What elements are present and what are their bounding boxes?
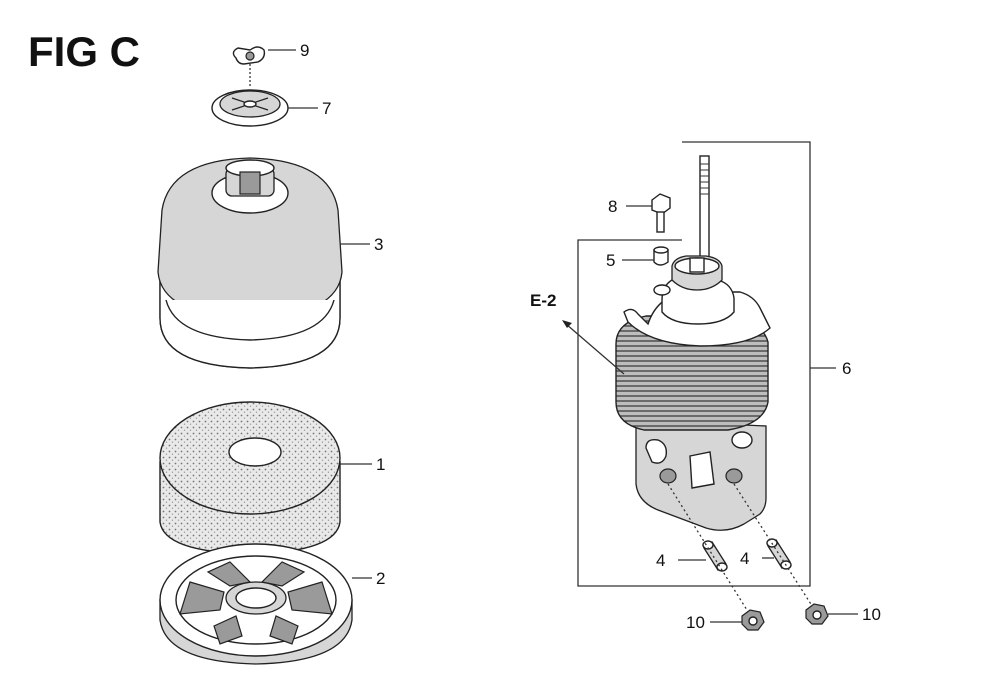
callout-3: 3 [374, 235, 383, 254]
callout-9: 9 [300, 41, 309, 60]
callout-1: 1 [376, 455, 385, 474]
flange-nut-left-part [741, 609, 765, 631]
callout-4-left: 4 [656, 551, 665, 570]
dowel-pin-right-part [766, 538, 792, 570]
dowel-pin-left-part [702, 540, 728, 572]
callout-7: 7 [322, 99, 331, 118]
figure-title: FIG C [28, 28, 140, 75]
bolt-part [651, 193, 671, 233]
cover-knob-part [211, 89, 289, 127]
callout-8: 8 [608, 197, 617, 216]
callout-6: 6 [842, 359, 851, 378]
assembly-axis-line-right [733, 483, 817, 613]
callout-4-right: 4 [740, 549, 749, 568]
collar-part [653, 246, 669, 266]
wing-nut-part [232, 46, 266, 65]
assembly-bracket-outline [577, 141, 811, 587]
reference-arrowhead [562, 320, 572, 328]
reference-arrow-line [565, 323, 625, 375]
reference-label-e2: E-2 [530, 291, 556, 310]
filter-base-grid-part [159, 543, 353, 665]
callout-10-right: 10 [862, 605, 881, 624]
callout-10-left: 10 [686, 613, 705, 632]
foam-filter-element-part [159, 401, 341, 555]
assembly-axis-line-left [667, 483, 753, 619]
flange-nut-right-part [805, 603, 829, 625]
callout-5: 5 [606, 251, 615, 270]
callout-2: 2 [376, 569, 385, 588]
air-cleaner-case-part [615, 155, 771, 531]
air-cleaner-cover-part [157, 157, 343, 369]
